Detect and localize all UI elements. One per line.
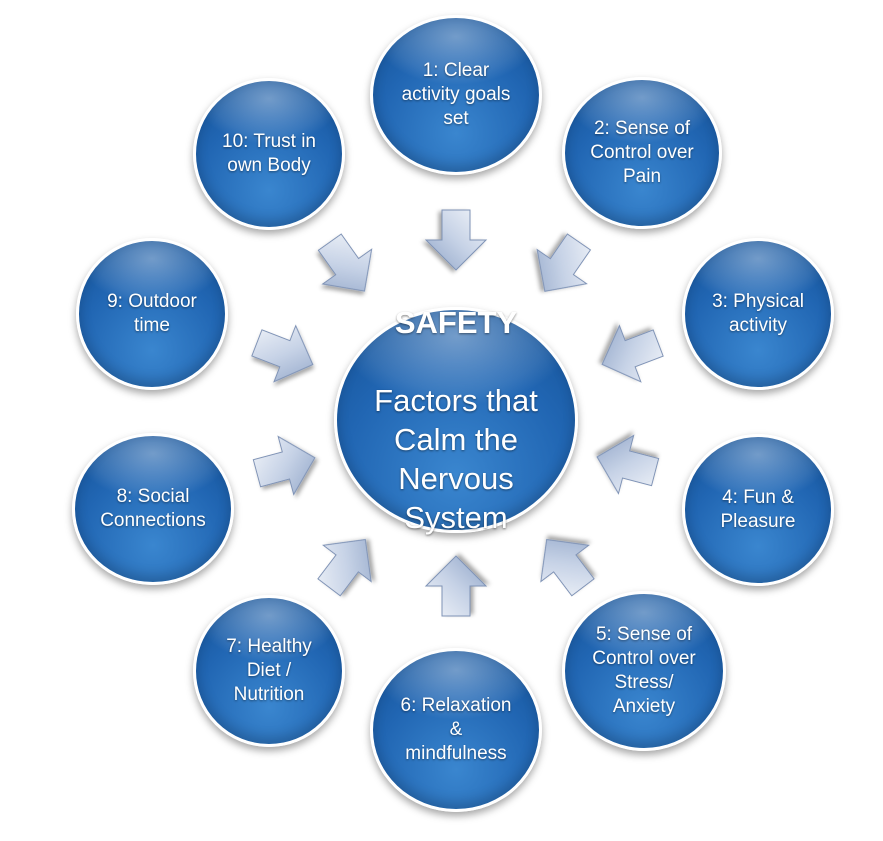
factor-label-2: 2: Sense of Control over Pain xyxy=(590,118,694,187)
center-safety-bubble: SAFETY Factors that Calm the Nervous Sys… xyxy=(334,305,578,535)
factor-label-10: 10: Trust in own Body xyxy=(222,131,316,176)
factor-label-9: 9: Outdoor time xyxy=(107,291,197,336)
arrow-4-icon xyxy=(596,434,660,495)
factor-label-6: 6: Relaxation & mindfulness xyxy=(400,695,512,764)
arrow-2-icon xyxy=(536,233,592,292)
factor-bubble-3: 3: Physical activity xyxy=(682,238,834,390)
factor-label-3: 3: Physical activity xyxy=(712,291,804,336)
arrow-7-icon xyxy=(317,538,372,597)
arrow-9-icon xyxy=(251,324,314,383)
arrow-3-icon xyxy=(601,324,664,383)
arrow-8-icon xyxy=(252,435,316,496)
factor-label-8: 8: Social Connections xyxy=(100,486,206,531)
factor-bubble-9: 9: Outdoor time xyxy=(76,238,228,390)
arrow-1-icon xyxy=(424,209,488,271)
factor-bubble-5: 5: Sense of Control over Stress/ Anxiety xyxy=(562,591,726,751)
factor-label-1: 1: Clear activity goals set xyxy=(401,60,511,129)
arrow-10-icon xyxy=(317,233,373,292)
factor-bubble-10: 10: Trust in own Body xyxy=(193,78,345,230)
factor-bubble-7: 7: Healthy Diet / Nutrition xyxy=(193,595,345,747)
arrow-6-icon xyxy=(424,555,488,617)
factor-label-5: 5: Sense of Control over Stress/ Anxiety xyxy=(592,624,696,717)
center-title: SAFETY xyxy=(394,305,518,340)
factor-label-4: 4: Fun & Pleasure xyxy=(720,487,796,532)
arrow-5-icon xyxy=(540,538,595,597)
factor-bubble-2: 2: Sense of Control over Pain xyxy=(562,77,722,229)
factor-label-7: 7: Healthy Diet / Nutrition xyxy=(226,636,312,705)
factor-bubble-1: 1: Clear activity goals set xyxy=(370,15,542,175)
factor-bubble-4: 4: Fun & Pleasure xyxy=(682,434,834,586)
factor-bubble-6: 6: Relaxation & mindfulness xyxy=(370,648,542,812)
center-subtitle: Factors that Calm the Nervous System xyxy=(374,383,538,535)
center-text: SAFETY Factors that Calm the Nervous Sys… xyxy=(352,264,560,576)
factor-bubble-8: 8: Social Connections xyxy=(72,433,234,585)
